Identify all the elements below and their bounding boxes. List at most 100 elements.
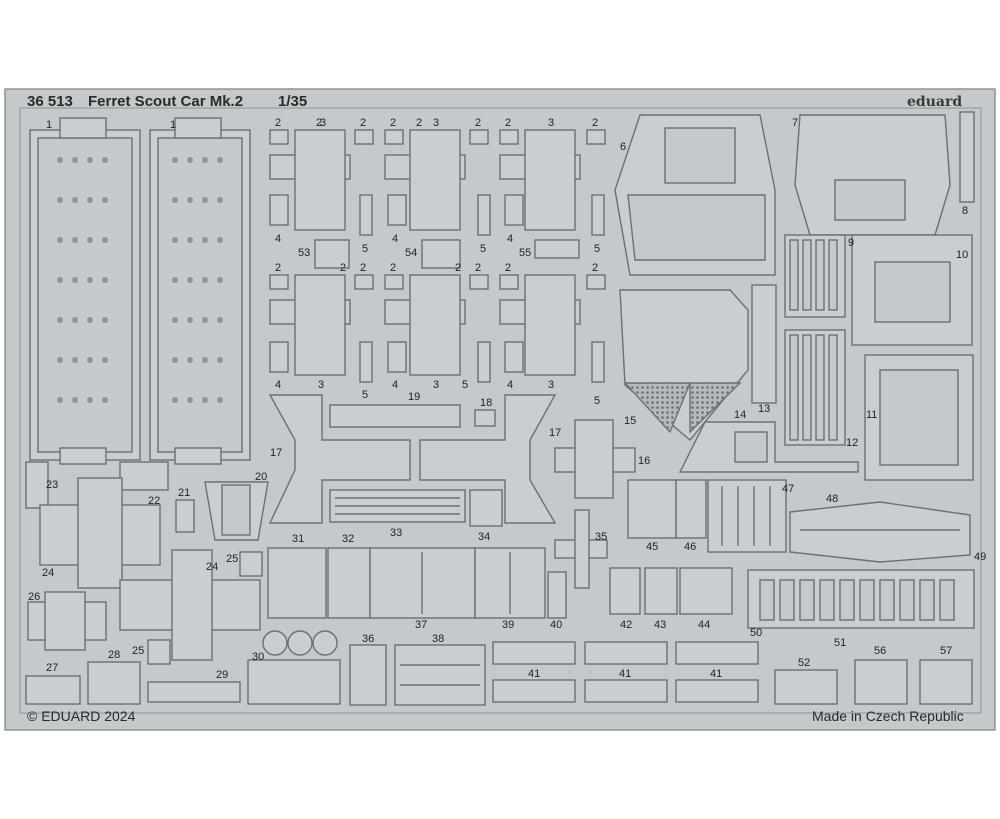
part-label: 1	[170, 119, 176, 131]
part-16-cross	[554, 419, 636, 499]
part-label: 2	[592, 262, 598, 274]
part-50-51-row	[747, 569, 975, 629]
part-26	[27, 591, 107, 651]
part-56	[854, 659, 908, 705]
part-24-upper	[39, 477, 161, 589]
part-label: 25	[226, 553, 238, 565]
copyright-text: © EDUARD 2024	[27, 708, 136, 724]
part-label: 11	[866, 409, 877, 421]
part-label: 29	[216, 669, 228, 681]
part-label: 21	[178, 487, 190, 499]
part-label: 28	[108, 649, 120, 661]
part-label: 46	[684, 541, 696, 553]
part-23	[25, 461, 49, 509]
kit-number: 36 513	[27, 93, 73, 110]
part-label: 2	[475, 262, 481, 274]
part-17-right	[419, 394, 557, 524]
part-label: 5	[362, 243, 368, 255]
part-label: 2	[275, 262, 281, 274]
part-label: 47	[782, 483, 794, 495]
part-21	[175, 499, 195, 533]
part-label: 41	[528, 668, 540, 680]
part-25	[147, 551, 263, 665]
part-label: 34	[478, 531, 490, 543]
part-label: 2	[275, 117, 281, 129]
part-10-plate	[851, 234, 973, 346]
part-33-strip	[329, 489, 466, 523]
part-label: 49	[974, 551, 986, 563]
part-label: 8	[962, 205, 968, 217]
part-label: 42	[620, 619, 632, 631]
part-label: 10	[956, 249, 968, 261]
part-24-lower	[119, 549, 261, 661]
part-38	[394, 644, 486, 706]
part-37	[369, 547, 476, 619]
part-label: 17	[270, 447, 282, 459]
part-42	[609, 567, 641, 615]
part-17-left	[268, 394, 411, 524]
part-label: 24	[42, 567, 54, 579]
part-label: 3	[318, 379, 324, 391]
part-label: 4	[275, 233, 281, 245]
fret-inner-frame	[19, 107, 982, 714]
part-20	[204, 481, 269, 541]
part-label: 2	[475, 117, 481, 129]
part-6-panel	[614, 114, 776, 276]
part-label: 5	[462, 379, 468, 391]
part-label: 37	[415, 619, 427, 631]
part-1-left	[29, 117, 141, 465]
part-label: 20	[255, 471, 267, 483]
part-label: 33	[390, 527, 402, 539]
part-19-strip	[329, 404, 461, 428]
part-label: 3	[548, 379, 554, 391]
part-label: 55	[519, 247, 531, 259]
part-label: 50	[750, 627, 762, 639]
part-2-tabs	[269, 129, 606, 290]
part-label: 9	[848, 237, 854, 249]
part-4-5-small	[269, 194, 605, 383]
part-label: 7	[792, 117, 798, 129]
part-label: 4	[392, 379, 398, 391]
part-label: 5	[594, 395, 600, 407]
part-32	[327, 547, 371, 619]
part-label: 23	[46, 479, 58, 491]
part-label: 27	[46, 662, 58, 674]
brand-logo: eduard	[907, 94, 963, 110]
part-35	[554, 509, 608, 589]
part-label: 54	[405, 247, 417, 259]
part-11-plate	[864, 354, 974, 481]
part-label: 17	[549, 427, 561, 439]
part-43	[644, 567, 678, 615]
part-label: 2	[390, 117, 396, 129]
part-48-49	[789, 501, 971, 563]
part-label: 5	[594, 243, 600, 255]
part-label: 1	[46, 119, 52, 131]
part-label: 2	[505, 262, 511, 274]
part-1-holes	[57, 157, 223, 403]
part-7-panel	[794, 114, 951, 236]
part-label: 19	[408, 391, 420, 403]
part-41-chains	[492, 641, 759, 703]
part-39	[474, 547, 546, 619]
part-9-rack	[784, 234, 846, 318]
part-label: 43	[654, 619, 666, 631]
part-label: 36	[362, 633, 374, 645]
part-label: 3	[433, 117, 439, 129]
part-34-small	[469, 489, 503, 527]
part-label: 2	[390, 262, 396, 274]
part-label: 13	[758, 403, 770, 415]
part-14-plate	[678, 421, 859, 473]
part-47	[707, 479, 787, 553]
part-label: 6	[620, 141, 626, 153]
part-8-strip	[959, 111, 975, 203]
part-label: 30	[252, 651, 264, 663]
part-label: 5	[480, 243, 486, 255]
origin-text: Made in Czech Republic	[812, 708, 964, 724]
part-label: 4	[392, 233, 398, 245]
part-label: 2	[316, 117, 322, 129]
part-label: 3	[433, 379, 439, 391]
part-18-small	[474, 409, 496, 427]
part-44	[679, 567, 733, 615]
part-label: 4	[507, 233, 513, 245]
